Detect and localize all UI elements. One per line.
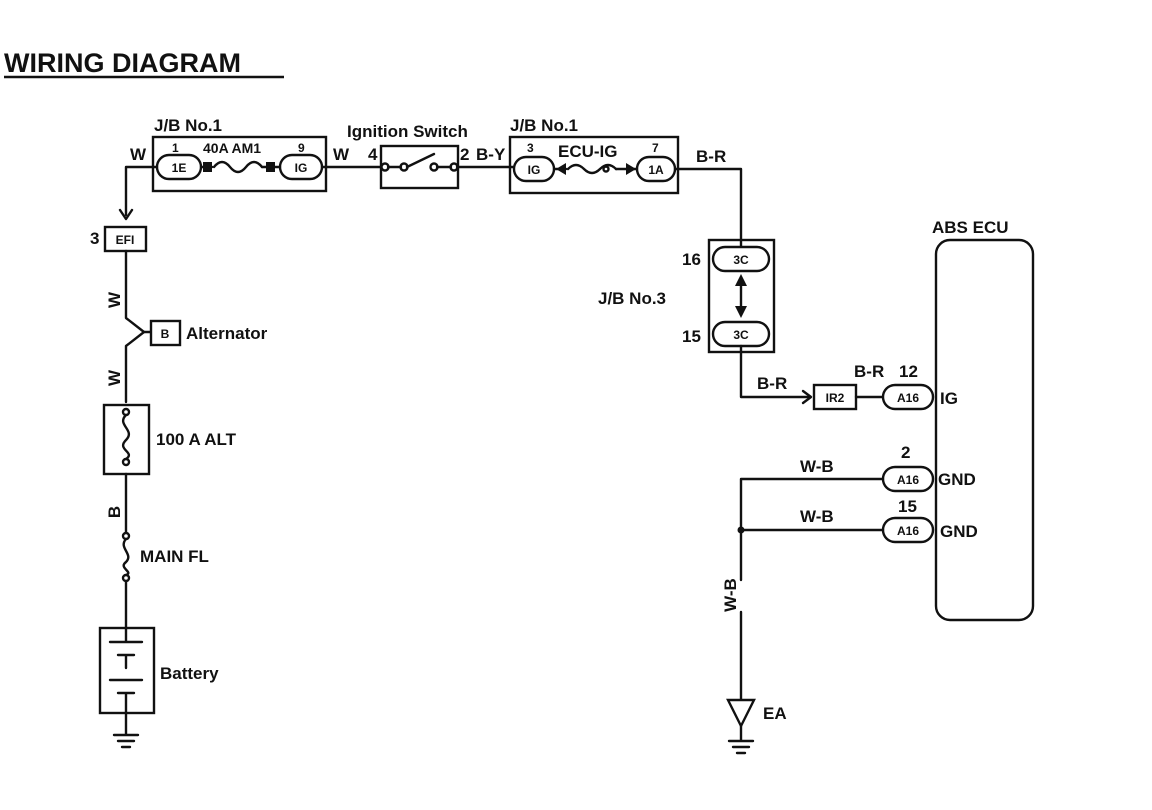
abs-ecu-terminal-ig-name: IG bbox=[940, 389, 958, 408]
wire-color-br2: B-R bbox=[757, 374, 787, 393]
ignition-switch-contact-icon bbox=[386, 152, 453, 169]
abs-ecu-terminal-gnd1-name: GND bbox=[938, 470, 976, 489]
jb1-left-conn-in-label: 1E bbox=[172, 161, 187, 175]
ir2-connector-arrow-icon bbox=[801, 389, 813, 405]
abs-ecu-terminal-ig-conn-label: A16 bbox=[897, 391, 919, 405]
battery-ground-icon bbox=[112, 711, 140, 749]
efi-label: EFI bbox=[116, 233, 135, 247]
jb3-conn-top bbox=[711, 245, 771, 273]
wire-color-b: B bbox=[105, 506, 124, 518]
jb3-label: J/B No.3 bbox=[598, 289, 666, 308]
jb3-arrow-up-icon bbox=[735, 274, 747, 286]
fuse-ecu-ig-arrow-left-icon bbox=[556, 163, 566, 175]
jb1-left-box bbox=[151, 135, 328, 193]
abs-ecu-terminal-gnd1-wire: W-B bbox=[800, 457, 834, 476]
ir2-connector bbox=[812, 383, 858, 411]
abs-ecu-terminal-ig-conn bbox=[881, 383, 935, 411]
jb3-pin-bottom: 15 bbox=[682, 327, 701, 346]
alternator-connector bbox=[149, 319, 182, 347]
abs-ecu-terminal-gnd2-pin: 15 bbox=[898, 497, 917, 516]
wire-color-w3: W bbox=[105, 369, 124, 386]
fuse-ecu-ig-icon bbox=[566, 163, 618, 175]
fuse-40a-am1-icon bbox=[212, 160, 264, 174]
abs-ecu-terminal-ig-pin: 12 bbox=[899, 362, 918, 381]
jb1-right-conn-in-label: IG bbox=[528, 163, 541, 177]
jb3-pin-top: 16 bbox=[682, 250, 701, 269]
fuse-ecu-ig-arrow-right-icon bbox=[626, 163, 636, 175]
ground-ea-label: EA bbox=[763, 704, 787, 723]
fuse-100a-alt-icon bbox=[121, 413, 131, 461]
abs-ecu-terminal-gnd1-conn-label: A16 bbox=[897, 473, 919, 487]
ground-ea-triangle-icon bbox=[726, 698, 756, 729]
jb1-left: J/B No.1 1 9 40A AM1 1E IG bbox=[151, 116, 328, 193]
efi-connector-arrow-icon bbox=[118, 208, 134, 221]
jb1-right-pin-out: 7 bbox=[652, 141, 659, 155]
jb1-right-label: J/B No.1 bbox=[510, 116, 578, 135]
jb3-conn-bottom-label: 3C bbox=[733, 328, 749, 342]
battery-icon bbox=[108, 626, 144, 715]
jb1-right-box bbox=[508, 135, 680, 195]
alternator-label: Alternator bbox=[186, 324, 268, 343]
jb1-right-fuse-label: ECU-IG bbox=[558, 142, 618, 161]
ground-splice-dot bbox=[737, 526, 745, 534]
jb1-left-conn-out-label: IG bbox=[295, 161, 308, 175]
abs-ecu-terminal-ig-wire: B-R bbox=[854, 362, 884, 381]
jb3-arrow-down-icon bbox=[735, 306, 747, 318]
fuse-main-fl-label: MAIN FL bbox=[140, 547, 209, 566]
alternator-connector-label: B bbox=[161, 327, 170, 341]
jb1-left-fuse-label: 40A AM1 bbox=[203, 140, 261, 156]
ignition-switch-pin-out: 2 bbox=[460, 145, 469, 164]
efi-fuse bbox=[103, 225, 148, 253]
abs-ecu-terminal-gnd1-pin: 2 bbox=[901, 443, 910, 462]
jb1-right-pin-in: 3 bbox=[527, 141, 534, 155]
abs-ecu-terminal-gnd2-wire: W-B bbox=[800, 507, 834, 526]
wire-color-wb-vertical: W-B bbox=[721, 578, 740, 612]
abs-ecu-label: ABS ECU bbox=[932, 218, 1009, 237]
wire-w-b-gnd1 bbox=[739, 477, 885, 582]
wire-w-to-efi bbox=[124, 165, 159, 217]
wire-color-w4: W bbox=[333, 145, 350, 164]
ignition-switch-label: Ignition Switch bbox=[347, 122, 468, 141]
jb3-conn-top-label: 3C bbox=[733, 253, 749, 267]
jb1-right: J/B No.1 3 7 ECU-IG IG 1A bbox=[508, 116, 680, 195]
ground-ea-icon bbox=[727, 724, 755, 755]
ir2-label: IR2 bbox=[826, 391, 845, 405]
fuse-40a-terminal-left bbox=[203, 162, 212, 172]
fuse-main-fl-icon bbox=[122, 537, 130, 577]
jb1-right-conn-out-label: 1A bbox=[648, 163, 664, 177]
jb1-left-pin-in: 1 bbox=[172, 141, 179, 155]
wire-color-by: B-Y bbox=[476, 145, 506, 164]
abs-ecu-terminal-gnd2-conn-label: A16 bbox=[897, 524, 919, 538]
jb1-left-pin-out: 9 bbox=[298, 141, 305, 155]
page-title: WIRING DIAGRAM bbox=[4, 48, 241, 78]
wire-b-r-to-ir2 bbox=[739, 344, 810, 399]
fuse-100a-alt-label: 100 A ALT bbox=[156, 430, 237, 449]
wire-color-br1: B-R bbox=[696, 147, 726, 166]
efi-pin: 3 bbox=[90, 229, 99, 248]
jb1-left-label: J/B No.1 bbox=[154, 116, 222, 135]
abs-ecu: ABS ECU B-R 12 A16 IG 2 W-B A16 GND 15 W… bbox=[800, 218, 1035, 622]
battery-label: Battery bbox=[160, 664, 219, 683]
abs-ecu-terminal-gnd2-name: GND bbox=[940, 522, 978, 541]
jb3: J/B No.3 16 15 3C 3C bbox=[598, 238, 776, 354]
wire-color-w1: W bbox=[130, 145, 147, 164]
ignition-switch-pin-in: 4 bbox=[368, 145, 378, 164]
abs-ecu-box bbox=[934, 238, 1035, 622]
wire-color-w2: W bbox=[105, 291, 124, 308]
wire-w-alternator-branch bbox=[124, 249, 146, 404]
wire-b-r-to-jb3 bbox=[673, 167, 743, 248]
ignition-switch: Ignition Switch 4 2 bbox=[347, 122, 469, 190]
